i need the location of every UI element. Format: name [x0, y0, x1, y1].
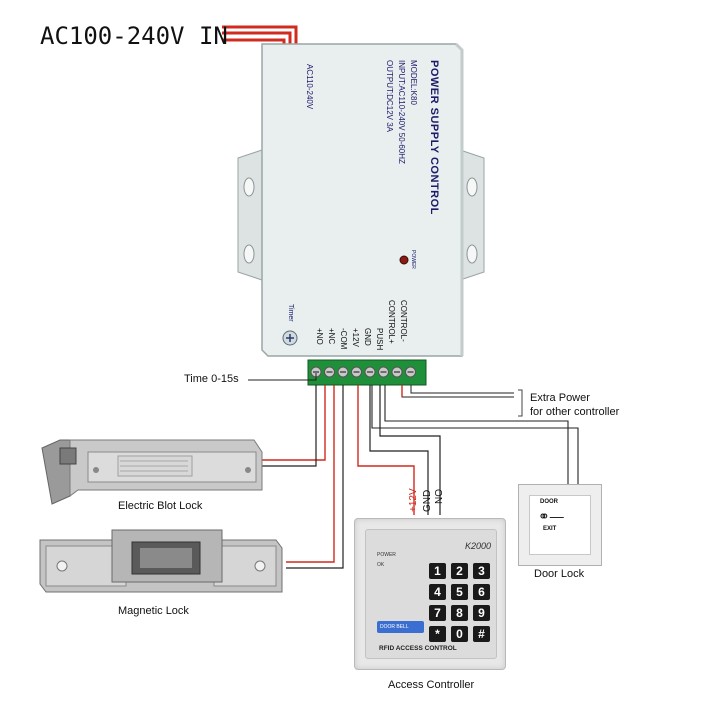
time-leader-line — [248, 373, 317, 381]
door-lock-label: Door Lock — [534, 568, 585, 580]
magnetic-lock-label: Magnetic Lock — [118, 605, 189, 617]
terminal-screws — [310, 366, 416, 378]
door-bell-button[interactable]: DOOR BELL — [377, 621, 424, 633]
psu-body — [261, 42, 464, 357]
wire-label-12v: +12V — [408, 488, 419, 512]
time-label: Time 0-15s — [184, 373, 239, 385]
terminal-label-control-plus: CONTROL+ — [387, 300, 396, 344]
terminal-label-com: -COM — [339, 328, 348, 350]
exit-button-face[interactable] — [529, 495, 591, 555]
power-led — [399, 255, 409, 265]
keypad-key[interactable]: 1 — [429, 563, 446, 579]
keypad-key[interactable]: 7 — [429, 605, 446, 621]
keypad-key[interactable]: 0 — [451, 626, 468, 642]
terminal-label-12v: +12V — [351, 328, 360, 347]
keypad-key[interactable]: 2 — [451, 563, 468, 579]
keypad-power-indicator: POWER — [377, 552, 396, 558]
exit-button-door-text: DOOR — [540, 499, 558, 505]
terminal-label-control-minus: CONTROL- — [399, 300, 408, 342]
keypad-key[interactable]: * — [429, 626, 446, 642]
access-controller-label: Access Controller — [388, 679, 475, 691]
wire-label-no: NO — [434, 489, 445, 504]
keypad-key[interactable]: # — [473, 626, 490, 642]
keypad-model: K2000 — [465, 541, 492, 551]
keypad-key[interactable]: 6 — [473, 584, 490, 600]
keypad-key[interactable]: 3 — [473, 563, 490, 579]
keypad-brand: RFID ACCESS CONTROL — [379, 645, 457, 652]
exit-button-exit-text: EXIT — [543, 526, 557, 532]
terminal-label-gnd: GND — [363, 328, 372, 346]
wire-label-gnd: GND — [422, 489, 433, 512]
keypad-key[interactable]: 8 — [451, 605, 468, 621]
extra-power-label-line1: Extra Power — [530, 392, 590, 404]
door-exit-button[interactable]: DOOR ⚭— EXIT — [518, 484, 602, 566]
ac-input-label: AC100-240V IN — [40, 22, 228, 50]
keypad-key[interactable]: 5 — [451, 584, 468, 600]
terminal-label-push: PUSH — [375, 328, 384, 351]
psu-power-led-label: POWER — [410, 250, 416, 269]
terminal-label-no: +NO — [315, 328, 324, 345]
extra-power-label-line2: for other controller — [530, 406, 620, 418]
key-icon: ⚭— — [538, 508, 564, 524]
psu-timer-label: Timer — [287, 304, 294, 322]
keypad-key[interactable]: 9 — [473, 605, 490, 621]
psu-ac-label: AC110-240V — [305, 64, 314, 110]
terminal-label-nc: +NC — [327, 328, 336, 345]
keypad-key[interactable]: 4 — [429, 584, 446, 600]
psu-output-spec: OUTPUT:DC12V 3A — [385, 60, 394, 133]
lock-wiring — [232, 385, 579, 569]
electric-bolt-lock — [41, 439, 263, 505]
ac-input-wires — [222, 25, 298, 46]
keypad-ok-indicator: OK — [377, 562, 385, 568]
psu-title: POWER SUPPLY CONTROL — [428, 60, 440, 215]
psu-model: MODEL:K80 — [409, 60, 418, 105]
electric-bolt-lock-label: Electric Blot Lock — [118, 500, 203, 512]
magnetic-lock — [39, 529, 283, 593]
psu-input-spec: INPUT:AC110-240V 50-60HZ — [397, 60, 406, 164]
